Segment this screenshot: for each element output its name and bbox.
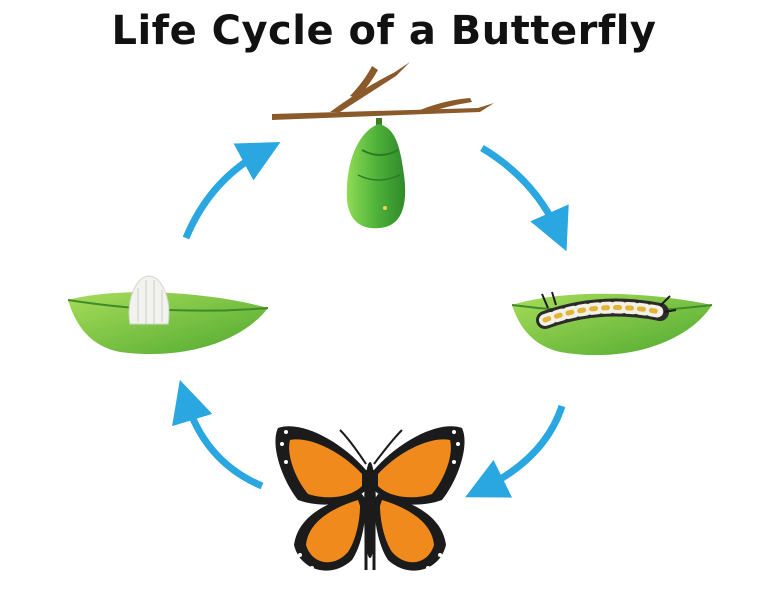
arrow-egg-to-chrysalis [182, 142, 281, 240]
arrow-chrysalis-to-caterpillar [480, 145, 569, 252]
page-title: Life Cycle of a Butterfly [111, 8, 657, 54]
arrow-butterfly-to-egg [172, 379, 264, 490]
chrysalis-icon [272, 62, 494, 229]
caterpillar-icon [511, 291, 713, 356]
egg-icon [67, 275, 269, 355]
butterfly-icon [275, 426, 465, 577]
arrow-caterpillar-to-butterfly [465, 404, 566, 498]
